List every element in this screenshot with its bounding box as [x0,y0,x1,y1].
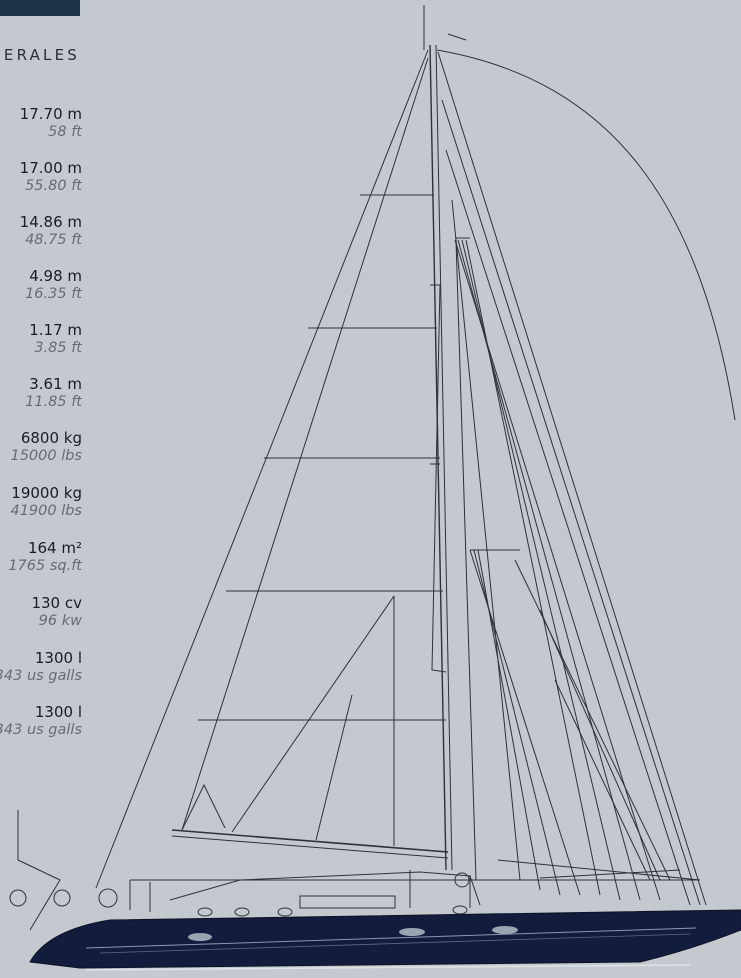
backstay [437,51,707,906]
genoa-foot [497,859,701,881]
spinnaker-curve [436,49,736,421]
spec-metric: 19000 kg [11,484,82,502]
shroud [461,239,621,901]
spec-engine: 130 cv 96 kw [0,594,82,631]
forestay [95,49,429,889]
spec-imperial: 343 us galls [0,722,82,738]
mainsail-luff [181,57,429,831]
spec-imperial: 3.85 ft [34,340,82,356]
spec-water: 1300 l 343 us galls [0,703,82,740]
spec-beam: 4.98 m 16.35 ft [0,267,82,304]
bow-pulpit [539,869,681,879]
spec-imperial: 96 kw [38,613,82,629]
lazy-jack [315,694,353,841]
genoa-line [539,609,661,881]
spec-imperial: 1765 sq.ft [8,558,82,574]
genoa-line [554,679,651,881]
spec-metric: 1300 l [34,649,82,667]
mainsail-leech [430,284,447,673]
hull-stripe [99,933,691,954]
genoa-line [514,559,671,881]
spec-imperial: 16.35 ft [25,286,82,302]
sail-clew [181,783,226,831]
spec-imperial: 55.80 ft [25,178,82,194]
spec-metric: 164 m² [27,539,82,557]
shroud [473,549,561,896]
spec-draft-max: 3.61 m 11.85 ft [0,375,82,412]
spec-fuel: 1300 l 343 us galls [0,649,82,686]
shroud [441,99,701,906]
spec-metric: 3.61 m [29,375,82,393]
waterline [85,964,691,971]
spec-imperial: 58 ft [48,124,82,140]
spec-displacement: 19000 kg 41900 lbs [0,484,82,521]
spec-sail-area: 164 m² 1765 sq.ft [0,539,82,576]
spec-imperial: 15000 lbs [10,448,82,464]
spec-metric: 4.98 m [29,267,82,285]
hull-sheer-stripe [85,927,697,949]
shroud [445,149,691,906]
spec-draft-min: 1.17 m 3.85 ft [0,321,82,358]
spec-metric: 6800 kg [20,429,82,447]
hull-port [188,933,212,941]
spec-metric: 14.86 m [19,213,82,231]
shroud [477,549,541,891]
stern-arch [17,810,61,931]
lazy-jack [231,595,395,833]
shroud [455,239,477,881]
section-heading: ERALES [3,46,80,64]
deckhouse [169,871,481,906]
spec-metric: 1300 l [34,703,82,721]
porthole [234,907,250,917]
spec-imperial: 343 us galls [0,668,82,684]
boom [171,829,449,853]
spec-hull-length: 17.00 m 55.80 ft [0,159,82,196]
header-tab [0,0,80,16]
porthole [197,907,213,917]
spec-metric: 1.17 m [29,321,82,339]
porthole [452,905,468,915]
hull-port [399,928,425,936]
shroud [451,199,521,881]
deck-hatch [299,895,396,909]
spec-loa: 17.70 m 58 ft [0,105,82,142]
spec-metric: 17.70 m [19,105,82,123]
spec-metric: 17.00 m [19,159,82,177]
specs-list: 17.70 m 58 ft 17.00 m 55.80 ft 14.86 m 4… [0,100,82,750]
mast-aft-edge [435,44,453,871]
porthole [277,907,293,917]
spec-metric: 130 cv [31,594,82,612]
masthead-wind-vane [447,33,467,41]
winch [98,888,118,908]
spec-imperial: 41900 lbs [10,503,82,519]
davit-wheel [9,889,27,907]
boom-lower [171,835,449,859]
hull [29,909,741,969]
hull-port [492,926,518,934]
spec-imperial: 48.75 ft [25,232,82,248]
spec-ballast: 6800 kg 15000 lbs [0,429,82,466]
shroud [465,239,601,896]
shroud [454,239,661,901]
davit-wheel [53,889,71,907]
spec-lwl: 14.86 m 48.75 ft [0,213,82,250]
steering-wheel [454,872,470,888]
spec-imperial: 11.85 ft [25,394,82,410]
